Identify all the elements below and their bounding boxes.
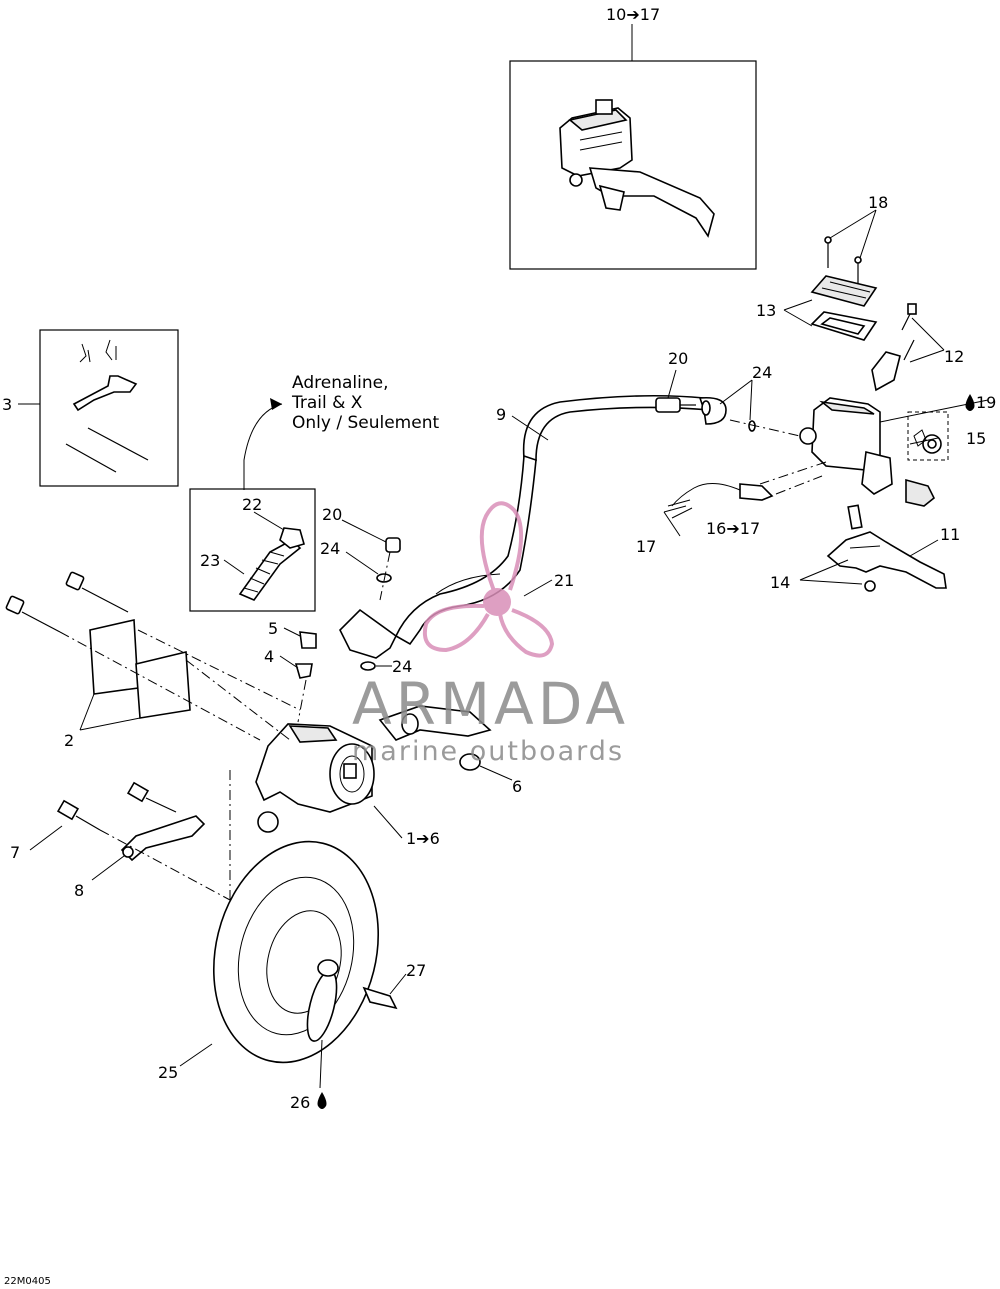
callout-10-17: 10➔17 bbox=[606, 5, 660, 24]
callout-12: 12 bbox=[944, 347, 964, 366]
callout-14: 14 bbox=[770, 573, 790, 592]
callout-20-lower: 20 bbox=[322, 505, 342, 524]
propeller-blade-right bbox=[498, 608, 555, 658]
callout-2: 2 bbox=[64, 731, 74, 750]
inset-box-pad-hardware bbox=[39, 329, 179, 487]
callout-19: 19 bbox=[976, 393, 996, 412]
propeller-blade-top bbox=[479, 501, 524, 597]
fluid-drop-icon-19 bbox=[965, 394, 975, 411]
note-arrow bbox=[270, 398, 282, 410]
watermark-brand: ARMADA bbox=[352, 670, 629, 738]
brake-hose bbox=[339, 394, 727, 659]
sight-glass-parts bbox=[907, 411, 949, 461]
callout-18: 18 bbox=[868, 193, 888, 212]
callout-16-17: 16➔17 bbox=[706, 519, 760, 538]
drawing-code: 22M0405 bbox=[4, 1276, 51, 1287]
callout-22: 22 bbox=[242, 495, 262, 514]
watermark-tagline: marine outboards bbox=[352, 736, 624, 767]
propeller-logo-icon bbox=[423, 501, 555, 658]
callout-6: 6 bbox=[512, 777, 522, 796]
brake-light-switch bbox=[663, 475, 823, 519]
leader-lines bbox=[18, 24, 989, 1089]
caliper-mount-bracket bbox=[56, 781, 231, 901]
hose-protector-parts bbox=[238, 527, 305, 601]
brake-pads bbox=[89, 619, 301, 741]
callout-24-upper: 24 bbox=[752, 363, 772, 382]
model-note-line-2: Trail & X bbox=[291, 393, 363, 413]
fluid-drop-icon-26 bbox=[317, 1092, 327, 1109]
master-cylinder-assembly-drawing bbox=[559, 99, 715, 238]
mount-screws bbox=[901, 303, 917, 361]
callout-5: 5 bbox=[268, 619, 278, 638]
model-note-line-3: Only / Seulement bbox=[292, 413, 439, 433]
brake-lever bbox=[826, 504, 947, 592]
pad-hardware-parts bbox=[65, 339, 149, 473]
callout-24-caliper: 24 bbox=[392, 657, 412, 676]
propeller-blade-left bbox=[423, 603, 490, 653]
callout-15: 15 bbox=[966, 429, 986, 448]
callout-3: 3 bbox=[2, 395, 12, 414]
propeller-hub bbox=[483, 588, 511, 616]
callout-1-6: 1➔6 bbox=[406, 829, 440, 848]
watermark: ARMADA marine outboards bbox=[352, 501, 629, 767]
pad-pins bbox=[5, 571, 261, 741]
callout-9: 9 bbox=[496, 405, 506, 424]
callout-7: 7 bbox=[10, 843, 20, 862]
inset-box-hose-protector bbox=[189, 488, 316, 612]
callout-24-lower: 24 bbox=[320, 539, 340, 558]
callout-8: 8 bbox=[74, 881, 84, 900]
callout-23: 23 bbox=[200, 551, 220, 570]
callout-25: 25 bbox=[158, 1063, 178, 1082]
inset-box-master-cylinder-assembly bbox=[509, 60, 757, 270]
banjo-fittings bbox=[360, 397, 801, 671]
callout-26: 26 bbox=[290, 1093, 310, 1112]
callout-13: 13 bbox=[756, 301, 776, 320]
callout-11: 11 bbox=[940, 525, 960, 544]
caliper-assembly bbox=[229, 631, 492, 900]
brake-disc bbox=[212, 840, 398, 1064]
callout-27: 27 bbox=[406, 961, 426, 980]
callout-4: 4 bbox=[264, 647, 274, 666]
model-note-line-1: Adrenaline, bbox=[292, 373, 388, 393]
reservoir-cover-parts bbox=[810, 236, 878, 341]
master-cylinder-body bbox=[759, 351, 936, 507]
callout-21: 21 bbox=[554, 571, 574, 590]
callout-20-upper: 20 bbox=[668, 349, 688, 368]
callout-17: 17 bbox=[636, 537, 656, 556]
